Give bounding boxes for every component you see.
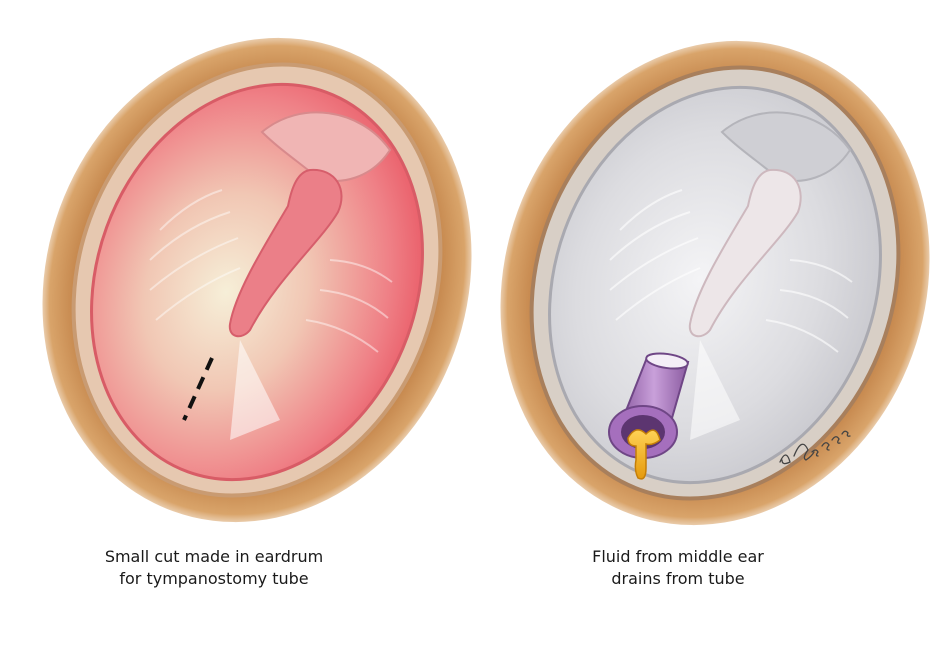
right-light-reflex: [690, 340, 740, 440]
right-fibers: [609, 189, 853, 353]
left-pars-flaccida: [260, 111, 392, 182]
right-pars-flaccida: [720, 111, 852, 182]
right-ear-drawing: [500, 40, 930, 526]
caption-incision-line-1: Small cut made in eardrum: [104, 547, 324, 566]
artist-signature: [779, 430, 851, 465]
caption-drainage: Fluid from middle ear drains from tube: [498, 546, 858, 590]
left-fibers: [149, 189, 393, 353]
caption-incision-line-2: for tympanostomy tube: [119, 569, 309, 588]
draining-fluid: [627, 429, 661, 480]
left-malleus: [228, 168, 343, 338]
right-malleus: [688, 168, 802, 338]
caption-drainage-line-2: drains from tube: [611, 569, 745, 588]
left-ear-drawing: [42, 37, 472, 523]
caption-drainage-line-1: Fluid from middle ear: [592, 547, 764, 566]
caption-incision: Small cut made in eardrum for tympanosto…: [34, 546, 394, 590]
incision-line: [182, 357, 214, 421]
left-light-reflex: [230, 340, 280, 440]
